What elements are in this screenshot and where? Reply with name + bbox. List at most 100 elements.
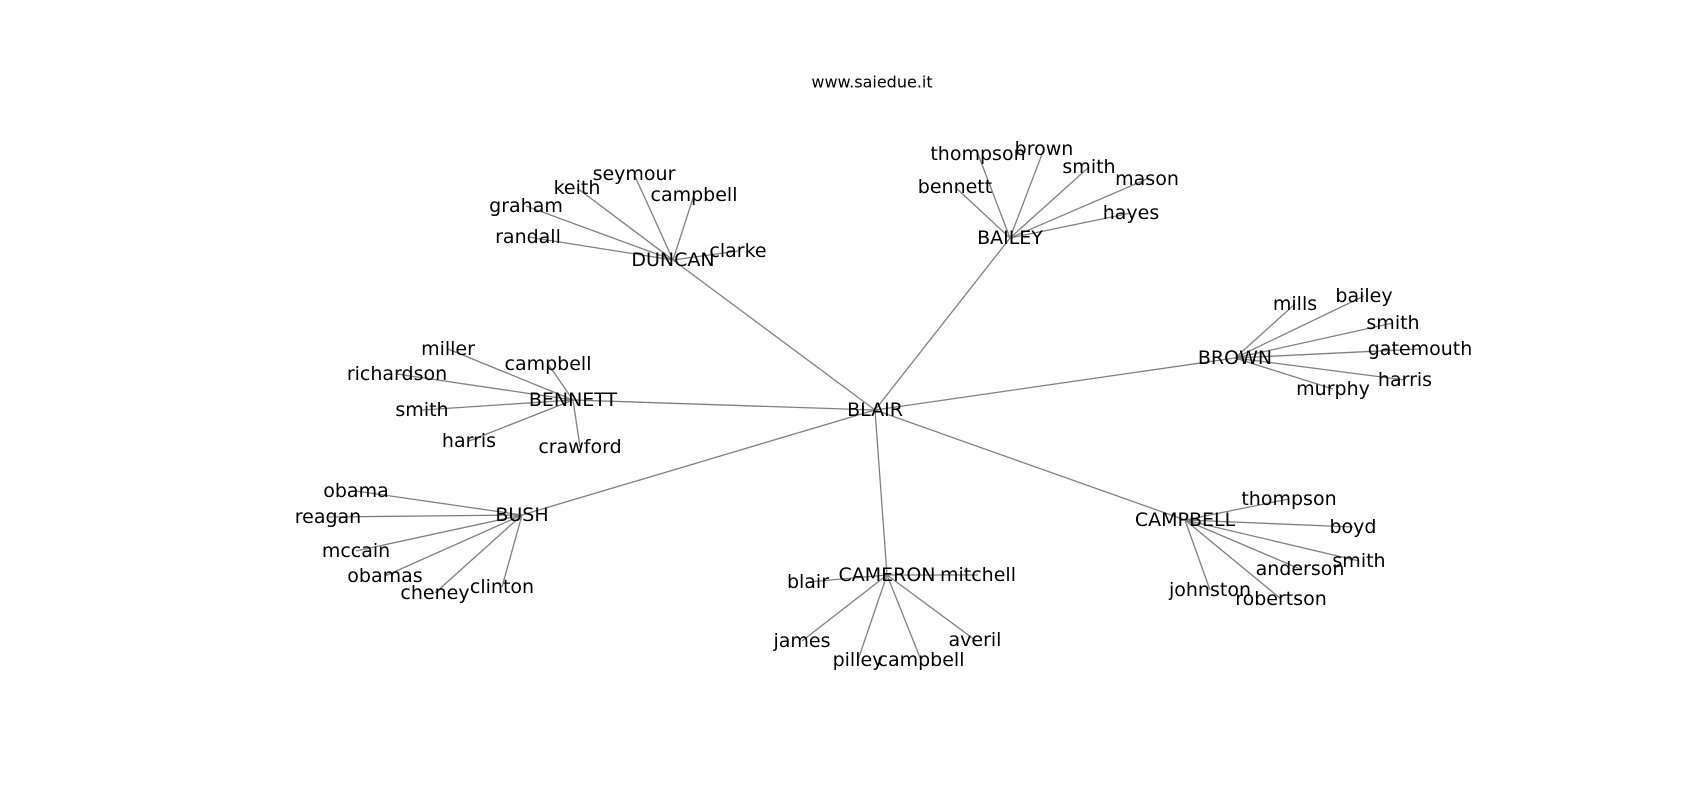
edge-bailey-mason [1009,178,1148,239]
edge-brown-murphy [1234,357,1334,390]
node-root-blair: BLAIR [847,399,903,421]
edge-root-bush [521,409,876,516]
node-leaf-cameron-james: james [772,630,830,652]
edge-layer [327,148,1421,661]
node-leaf-brown-murphy: murphy [1296,378,1370,400]
node-leaf-brown-smith: smith [1366,312,1419,334]
node-leaf-brown-harris: harris [1378,369,1432,391]
node-hub-campbell: CAMPBELL [1135,509,1236,531]
edge-bailey-smith [1009,166,1090,239]
edge-brown-mills [1234,303,1296,359]
edge-campbell-anderson [1184,519,1301,570]
edge-duncan-seymour [633,173,674,261]
node-leaf-bush-obamas: obamas [347,565,422,587]
node-leaf-bennett-campbell: campbell [505,353,592,375]
edge-bush-obama [355,490,523,516]
edge-duncan-keith [576,187,674,261]
edge-brown-gatemouth [1234,348,1421,359]
node-leaf-bailey-thompson: thompson [930,143,1025,165]
label-layer: BLAIRDUNCANrandallgrahamkeithseymourcamp… [295,138,1473,671]
edge-duncan-campbell [672,194,695,261]
node-hub-cameron: CAMERON [838,564,935,586]
edge-bennett-miller [447,348,574,401]
node-leaf-cameron-blair: blair [787,571,829,593]
edge-root-brown [874,357,1236,411]
edge-cameron-averil [886,574,976,641]
edge-root-bailey [874,237,1011,411]
node-leaf-cameron-campbell: campbell [878,649,965,671]
edge-bennett-smith [421,399,574,411]
node-leaf-cameron-pilley: pilley [833,649,884,671]
node-leaf-campbell-smith: smith [1332,550,1385,572]
edge-cameron-campbell [886,574,922,661]
edge-duncan-clarke [672,250,739,261]
node-leaf-duncan-keith: keith [554,177,601,199]
node-leaf-duncan-clarke: clarke [709,240,766,262]
edge-cameron-pilley [857,574,888,661]
edge-duncan-graham [525,205,674,261]
edge-root-campbell [874,409,1186,521]
edge-bush-clinton [501,514,523,588]
edge-brown-bailey [1234,295,1365,359]
node-leaf-bailey-hayes: hayes [1103,202,1160,224]
node-leaf-bennett-miller: miller [421,338,475,360]
edge-bailey-bennett [954,186,1011,239]
node-leaf-bailey-bennett: bennett [918,176,992,198]
edge-bailey-thompson [977,153,1011,239]
edge-bailey-hayes [1009,212,1132,239]
node-leaf-campbell-johnston: johnston [1168,579,1251,601]
edge-brown-harris [1234,357,1406,381]
node-leaf-campbell-anderson: anderson [1256,558,1345,580]
node-leaf-bennett-harris: harris [442,430,496,452]
node-leaf-bush-cheney: cheney [400,582,469,604]
site-title: www.saiedue.it [811,73,932,92]
node-hub-bennett: BENNETT [529,389,618,411]
node-leaf-bennett-crawford: crawford [538,436,621,458]
node-leaf-duncan-seymour: seymour [593,163,676,185]
edge-campbell-thompson [1184,498,1290,521]
node-leaf-duncan-randall: randall [495,226,561,248]
edge-cameron-james [801,574,888,642]
edge-bennett-crawford [572,399,581,448]
edge-bush-mccain [355,514,523,552]
edge-bailey-brown [1009,148,1045,239]
node-leaf-duncan-campbell: campbell [651,184,738,206]
edge-campbell-robertson [1184,519,1282,600]
node-leaf-bailey-mason: mason [1115,168,1179,190]
edge-campbell-boyd [1184,519,1354,528]
node-leaf-bennett-richardson: richardson [347,363,447,385]
edge-duncan-randall [527,236,674,261]
edge-bennett-richardson [396,373,574,401]
edge-root-cameron [874,409,888,576]
edge-bush-cheney [434,514,523,594]
edge-bennett-campbell [547,363,574,401]
node-leaf-bush-reagan: reagan [295,506,361,528]
node-leaf-brown-gatemouth: gatemouth [1368,338,1473,360]
node-leaf-brown-bailey: bailey [1335,285,1392,307]
node-leaf-cameron-mitchell: mitchell [940,564,1016,586]
node-leaf-bush-mccain: mccain [322,540,390,562]
node-leaf-duncan-graham: graham [489,195,563,217]
node-leaf-bush-clinton: clinton [470,576,534,598]
node-hub-bush: BUSH [495,504,548,526]
node-hub-bailey: BAILEY [977,227,1043,249]
edge-brown-smith [1234,322,1394,359]
node-leaf-campbell-thompson: thompson [1241,488,1336,510]
edge-cameron-blair [807,574,888,583]
node-hub-brown: BROWN [1198,347,1272,369]
node-leaf-brown-mills: mills [1273,293,1317,315]
node-leaf-bailey-brown: brown [1015,138,1074,160]
edge-bennett-harris [468,399,574,442]
edge-campbell-johnston [1184,519,1211,591]
edge-campbell-smith [1184,519,1360,562]
node-leaf-cameron-averil: averil [949,629,1002,651]
edge-root-duncan [672,259,876,411]
edge-bush-reagan [327,514,523,518]
node-hub-duncan: DUNCAN [631,249,714,271]
node-leaf-campbell-robertson: robertson [1235,588,1327,610]
edge-bush-obamas [384,514,523,577]
node-leaf-bennett-smith: smith [395,399,448,421]
node-leaf-bush-obama: obama [323,480,388,502]
node-leaf-bailey-smith: smith [1062,156,1115,178]
